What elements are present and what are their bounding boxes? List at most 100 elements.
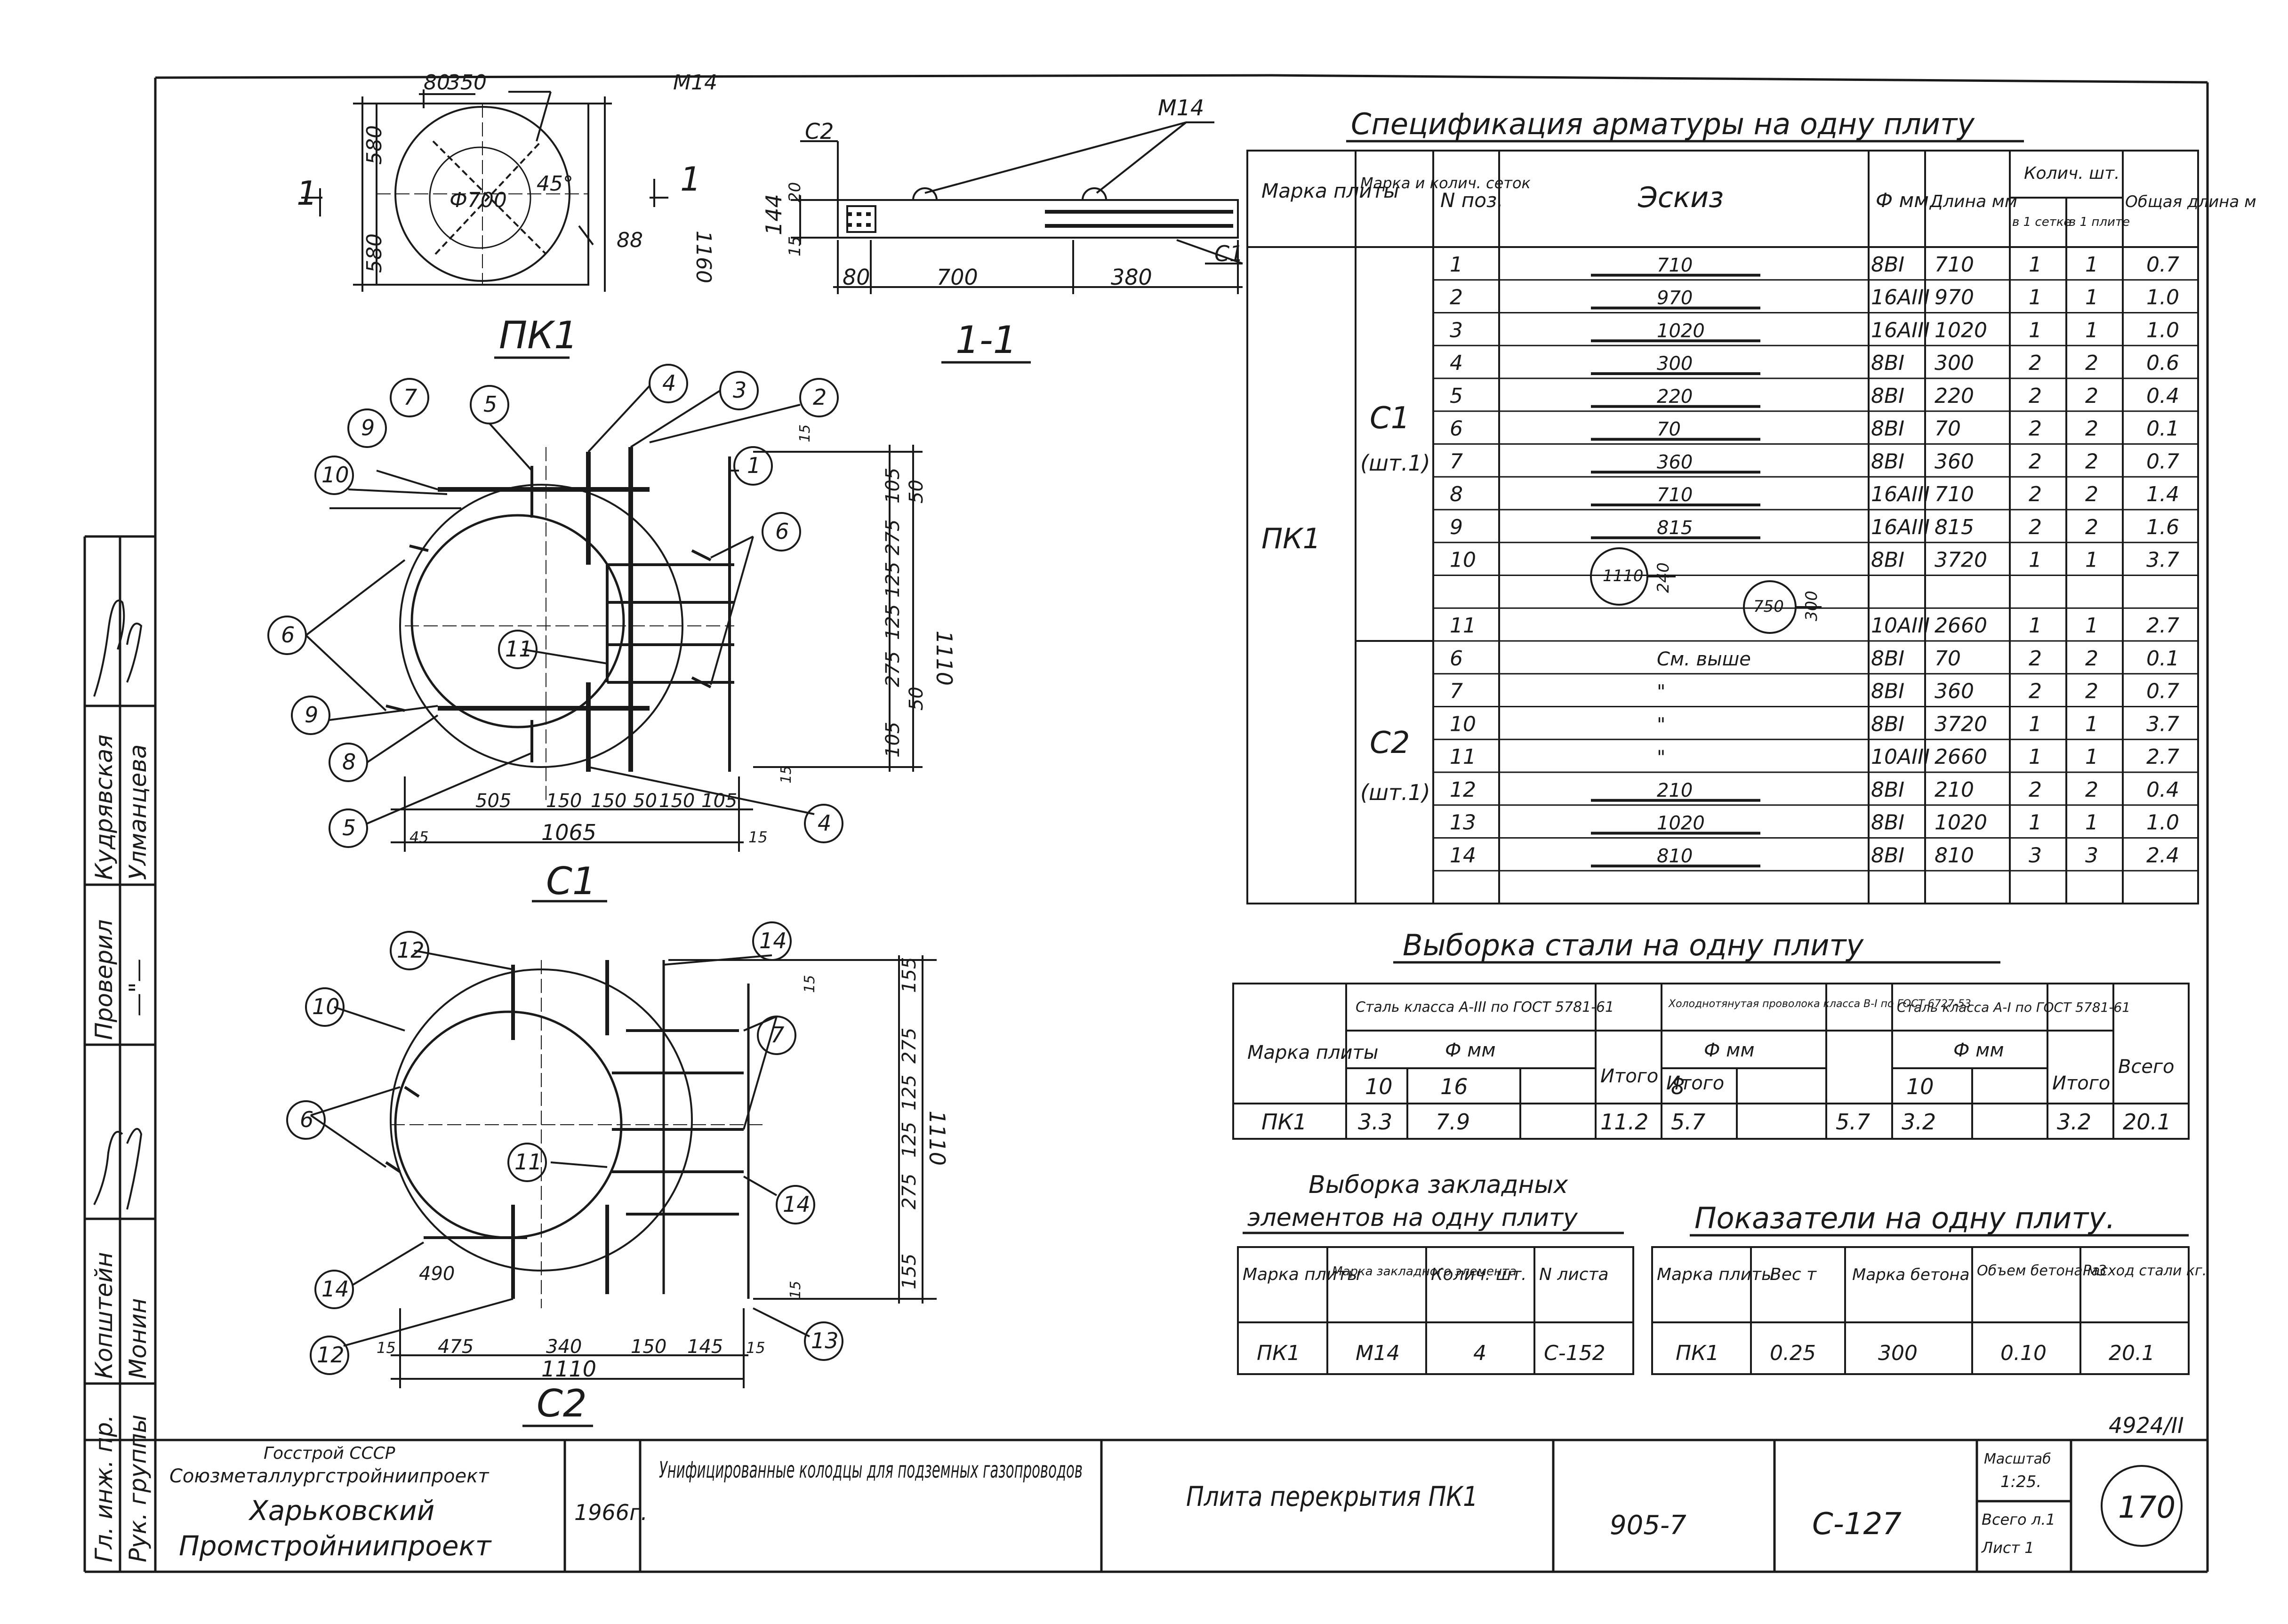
spec-h-total: Общая длина м [2125,192,2256,211]
spec-mesh-c1-count: (шт.1) [1360,450,1430,476]
section-mesh-label: С1 [1214,241,1243,266]
spec-cell-sk: 815 [1657,517,1693,539]
stamp-org-4: Промстройниипроект [179,1530,492,1562]
plan-dim-350: 350 [447,71,487,95]
spec-cell-sk: " [1657,714,1665,736]
spec-cell-sk: 360 [1657,451,1693,473]
spec-cell-pos: 6 [1450,417,1463,441]
spec-cell-a: 1 [2029,745,2042,769]
spec-cell-b: 2 [2085,778,2098,802]
ring2-h: 300 [1802,591,1821,621]
spec-cell-phi: 10АIII [1871,614,1930,638]
stamp-sheets: Всего л.1 [1982,1511,2055,1528]
sheet-frame [83,74,2209,1573]
c2-callout-10: 10 [312,994,340,1019]
ring1-dia: 1110 [1603,567,1644,585]
plan-embed-label: М14 [673,71,717,95]
spec-mesh-c2-count: (шт.1) [1360,780,1430,805]
spec-cell-phi: 8ВI [1871,384,1904,408]
stamp-org-1: Госстрой СССР [264,1444,395,1463]
spec-cell-a: 2 [2029,515,2042,539]
steel-g3: Сталь класса А-I по ГОСТ 5781-61 [1897,1000,2130,1015]
ind-h-weight: Вес т [1770,1265,1817,1284]
c2-vdim-total: 1110 [924,1111,950,1166]
spec-cell-a: 2 [2029,384,2042,408]
spec-cell-b: 1 [2085,548,2098,572]
embed-h-sheet: N листа [1539,1265,1609,1284]
steel-r-total: 20.1 [2123,1109,2171,1135]
plan-dim-580-top: 580 [362,125,386,165]
stamp-archive: 4924/II [2109,1413,2184,1438]
spec-cell-len: 3720 [1935,712,1987,736]
plan-view-label: ПК1 [499,313,578,357]
steel-d-8: 8 [1671,1074,1685,1099]
spec-h-sketch: Эскиз [1638,181,1724,214]
plan-angle: 45° [537,172,573,196]
side-ditto: —"— [124,959,152,1016]
steel-d-10: 10 [1365,1074,1393,1099]
spec-cell-b: 1 [2085,318,2098,342]
side-name-kudr: Кудрявская [90,735,118,880]
spec-cell-t: 0.7 [2146,449,2179,473]
embed-grid [1237,1246,1634,1375]
spec-cell-t: 0.1 [2146,417,2179,441]
c2-callout-12b: 12 [317,1342,345,1368]
spec-cell-pos: 10 [1450,712,1476,736]
spec-cell-pos: 10 [1450,548,1476,572]
steel-r-a: 3.3 [1358,1109,1392,1135]
spec-cell-a: 1 [2029,712,2042,736]
c1-dims: 105 50 275 125 125 275 50 105 1110 15 15… [409,424,957,903]
section-labels: С2 М14 144 20 15 80 700 380 С1 1-1 [761,95,1243,364]
c2-vdim-275b: 275 [899,1174,920,1209]
spec-cell-phi: 16АIII [1871,286,1930,310]
c1-callout-2: 2 [813,384,827,410]
spec-cell-phi: 8ВI [1871,680,1904,704]
c1-hdim-150c: 150 [659,790,695,812]
spec-cell-pos: 11 [1450,614,1476,638]
spec-cell-t: 2.7 [2146,745,2179,769]
ring2-dia: 750 [1753,597,1784,616]
c1-callout-5: 5 [483,392,497,417]
c2-vdim-155b: 155 [899,1254,920,1289]
c2-end-15b: 15 [746,1339,765,1357]
spec-cell-sk: 710 [1657,255,1693,276]
spec-cell-pos: 13 [1450,811,1476,835]
spec-cell-phi: 8ВI [1871,548,1904,572]
spec-cell-len: 815 [1935,515,1974,539]
spec-h-len: Длина мм [1929,192,2017,211]
stamp-org-2: Союзметаллургстройниипроект [169,1465,490,1487]
spec-cell-len: 2660 [1935,745,1987,769]
spec-cell-phi: 16АIII [1871,515,1930,539]
c1-callout-6: 6 [281,622,295,648]
spec-cell-b: 1 [2085,286,2098,310]
spec-cell-t: 3.7 [2146,548,2179,572]
ring-labels: 1110 240 750 300 [1603,562,1821,621]
spec-cell-sk: 70 [1657,419,1681,440]
spec-cell-a: 1 [2029,614,2042,638]
spec-cell-pos: 14 [1450,843,1476,867]
stamp-scale: 1:25. [2000,1472,2041,1491]
stamp-sheet-no: С-127 [1812,1507,1902,1542]
section-dim-20: 20 [786,182,804,202]
c1-callout-9b: 9 [305,702,318,728]
side-name-kopshtein: Копштейн [90,1252,118,1379]
spec-cell-a: 2 [2029,351,2042,375]
spec-cell-sk: " [1657,681,1665,703]
spec-cell-pos: 12 [1450,778,1476,802]
c1-callout-1: 1 [747,453,761,478]
c2-dims: 155 275 125 125 275 155 1110 15 15 490 1… [377,957,950,1427]
side-name-ulm: Улманцева [124,744,152,880]
spec-cell-a: 3 [2029,843,2042,867]
spec-cell-b: 2 [2085,647,2098,671]
c1-callout-11: 11 [505,636,533,662]
spec-cell-b: 2 [2085,384,2098,408]
plan-dim-88: 88 [617,228,643,252]
spec-cell-len: 360 [1935,449,1974,473]
spec-cell-b: 2 [2085,351,2098,375]
c1-callout-9: 9 [361,415,375,440]
c2-small-15: 15 [802,975,818,993]
c2-hdim-145: 145 [687,1336,723,1358]
steel-itogo-3: Итого [2052,1072,2110,1094]
plan-labels: 80 350 М14 580 580 1160 Ф700 45° 88 1 1 … [297,71,717,359]
